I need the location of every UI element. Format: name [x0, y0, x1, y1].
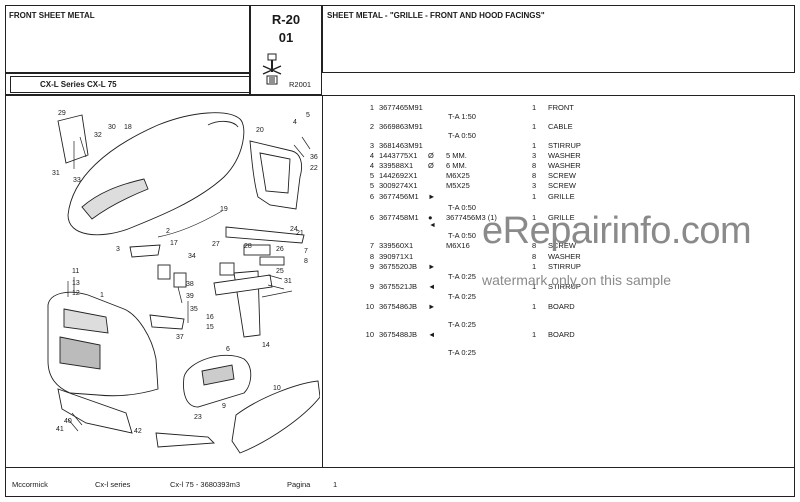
- callout-5: 5: [306, 112, 310, 119]
- quantity-note: T-A 0:25: [448, 320, 476, 329]
- callout-2: 2: [166, 228, 170, 235]
- callout-12: 12: [72, 290, 80, 297]
- quantity-note: T-A 0:50: [448, 203, 476, 212]
- callout-17: 17: [170, 240, 178, 247]
- callout-14: 14: [262, 342, 270, 349]
- quantity-note: T-A 0:25: [448, 292, 476, 301]
- callout-19: 19: [220, 206, 228, 213]
- side-stirrup: [57, 388, 133, 434]
- callout-36: 36: [310, 154, 318, 161]
- callout-23: 23: [194, 414, 202, 421]
- callout-33: 33: [73, 177, 81, 184]
- bracket-37: [149, 314, 185, 330]
- callout-37: 37: [176, 334, 184, 341]
- facing-plate: [57, 114, 89, 164]
- callout-28: 28: [244, 243, 252, 250]
- footer-model: Cx-l 75 - 3680393m3: [170, 480, 241, 489]
- footer-page-label: Pagina: [287, 480, 311, 489]
- callout-27: 27: [212, 241, 220, 248]
- callout-31b: 31: [284, 278, 292, 285]
- callout-40: 40: [64, 418, 72, 425]
- direction-icon: ◄: [429, 222, 436, 229]
- callout-41: 41: [56, 426, 64, 433]
- ref-code-box: R-20 01 R2001: [250, 5, 322, 95]
- callout-35: 35: [190, 306, 198, 313]
- callout-22: 22: [310, 165, 318, 172]
- quantity-note: T-A 1:50: [448, 112, 476, 121]
- callout-1: 1: [100, 292, 104, 299]
- callout-10: 10: [273, 385, 281, 392]
- watermark-site: eRepairinfo.com: [482, 210, 752, 252]
- ref-code-line2: 01: [278, 30, 294, 45]
- callout-7: 7: [304, 248, 308, 255]
- callout-15: 15: [206, 324, 214, 331]
- footer-divider: [5, 467, 795, 468]
- bracket-3: [129, 244, 161, 258]
- callout-8: 8: [304, 258, 308, 265]
- callout-4: 4: [293, 119, 297, 126]
- section-title-box: [322, 5, 795, 73]
- tractor-key-icon: [262, 53, 282, 85]
- callout-6: 6: [226, 346, 230, 353]
- side-board: [231, 380, 320, 454]
- ref-number: R2001: [289, 80, 312, 89]
- callout-32: 32: [94, 132, 102, 139]
- quantity-note: T-A 0:25: [448, 348, 476, 357]
- callout-13: 13: [72, 280, 80, 287]
- main-divider: [322, 95, 323, 467]
- quantity-note: T-A 0:25: [448, 272, 476, 281]
- series-label-box: [10, 76, 250, 93]
- quantity-note: T-A 0:50: [448, 131, 476, 140]
- callout-16: 16: [206, 314, 214, 321]
- callout-21: 21: [296, 230, 304, 237]
- section-title: SHEET METAL - "GRILLE - FRONT AND HOOD F…: [327, 11, 545, 20]
- callout-29: 29: [58, 110, 66, 117]
- bar-21: [225, 226, 305, 244]
- footer-series: Cx-l series: [95, 480, 131, 489]
- main-frame: [5, 95, 795, 497]
- exploded-parts-diagram: [47, 112, 320, 454]
- series-label: CX-L Series CX-L 75: [40, 80, 117, 89]
- watermark-note: watermark only on this sample: [482, 272, 672, 288]
- callout-9: 9: [222, 403, 226, 410]
- lower-stirrup: [155, 432, 216, 448]
- callout-3: 3: [116, 246, 120, 253]
- callout-31: 31: [52, 170, 60, 177]
- callout-20: 20: [256, 127, 264, 134]
- callout-34: 34: [188, 253, 196, 260]
- quantity-note: T-A 0:50: [448, 231, 476, 240]
- header-left-box: [5, 5, 250, 73]
- callout-42: 42: [134, 428, 142, 435]
- callout-39: 39: [186, 293, 194, 300]
- callout-18: 18: [124, 124, 132, 131]
- callout-30: 30: [108, 124, 116, 131]
- ref-code-line1: R-20: [271, 12, 301, 27]
- footer-brand: Mccormick: [12, 480, 48, 489]
- callout-11: 11: [72, 268, 80, 275]
- page-title: FRONT SHEET METAL: [9, 11, 95, 20]
- footer-page-number: 1: [333, 480, 338, 489]
- callout-24: 24: [290, 226, 298, 233]
- callout-26: 26: [276, 246, 284, 253]
- callout-25: 25: [276, 268, 284, 275]
- callout-38: 38: [186, 281, 194, 288]
